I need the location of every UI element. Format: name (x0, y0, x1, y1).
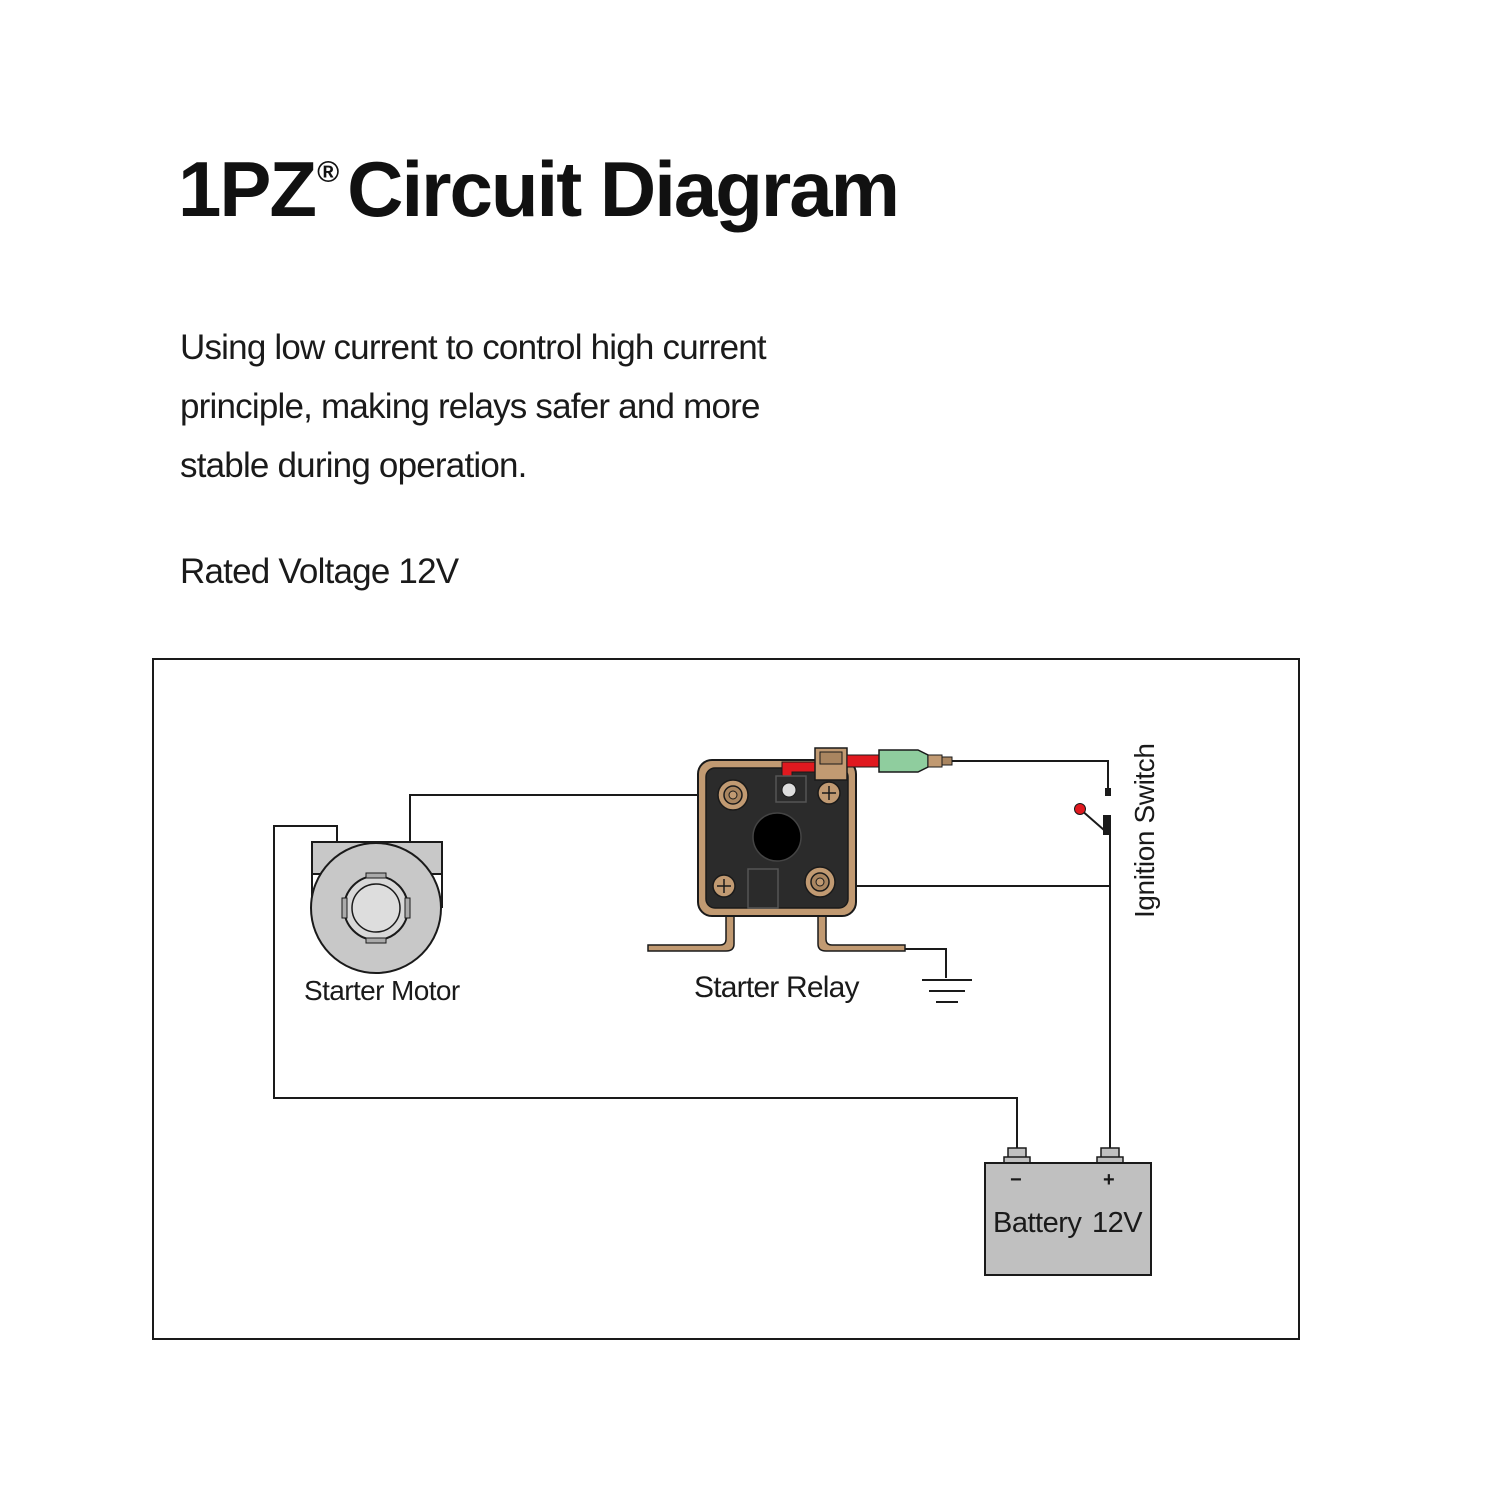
wire-bracket-to-ground (905, 948, 947, 978)
description-line-2: principle, making relays safer and more (180, 387, 760, 426)
wires (273, 760, 1111, 1148)
motor-shaft (351, 883, 401, 933)
relay-control-pin (781, 782, 797, 798)
relay-bracket-right (817, 907, 906, 952)
battery (984, 1147, 1152, 1276)
description-line-1: Using low current to control high curren… (180, 328, 767, 367)
relay-stud-top-left (717, 779, 749, 811)
switch-knob (1074, 803, 1086, 815)
relay-stud-bottom-left (712, 874, 736, 898)
diagram-frame (152, 658, 1300, 1340)
page-title: 1PZ®Circuit Diagram (178, 150, 900, 228)
relay-red-wire (846, 754, 880, 768)
connector-pin (941, 756, 953, 766)
ignition-switch-label: Ignition Switch (1129, 743, 1160, 918)
relay-stud-bottom-right (804, 866, 836, 898)
battery-positive-symbol: + (1103, 1169, 1115, 1191)
motor-tab-bottom (365, 937, 387, 944)
starter-relay-label: Starter Relay (694, 971, 859, 1004)
battery-negative-symbol: − (1010, 1169, 1022, 1191)
wire-connector-to-switch (952, 760, 1109, 790)
rated-voltage: Rated Voltage 12V (180, 552, 459, 591)
relay-center-hole (752, 812, 802, 862)
starter-motor (310, 841, 443, 974)
wire-motor-to-battery-negative (273, 825, 1018, 1148)
description: Using low current to control high curren… (180, 318, 840, 495)
starter-motor-label: Starter Motor (304, 975, 460, 1006)
battery-voltage: 12V (1092, 1207, 1143, 1239)
relay-bracket-left (647, 907, 735, 952)
motor-tab-top (365, 872, 387, 879)
title-brand: 1PZ (178, 145, 317, 233)
motor-tab-right (404, 897, 411, 919)
ignition-switch (1074, 788, 1111, 835)
description-line-3: stable during operation. (180, 446, 527, 485)
starter-relay (647, 747, 953, 952)
motor-tab-left (341, 897, 348, 919)
wire-motor-to-relay (409, 794, 735, 842)
battery-label: Battery (993, 1207, 1082, 1239)
connector-tip (927, 754, 943, 768)
switch-contact-bottom (1103, 815, 1111, 835)
battery-body (984, 1162, 1152, 1276)
green-connector (878, 749, 929, 773)
ground-icon (922, 979, 972, 1003)
switch-contact-top (1105, 788, 1111, 796)
relay-slot (747, 868, 779, 909)
registered-mark: ® (317, 156, 340, 189)
title-text: Circuit Diagram (347, 145, 900, 233)
relay-stud-top-right (817, 781, 841, 805)
relay-lug-top (819, 751, 843, 765)
